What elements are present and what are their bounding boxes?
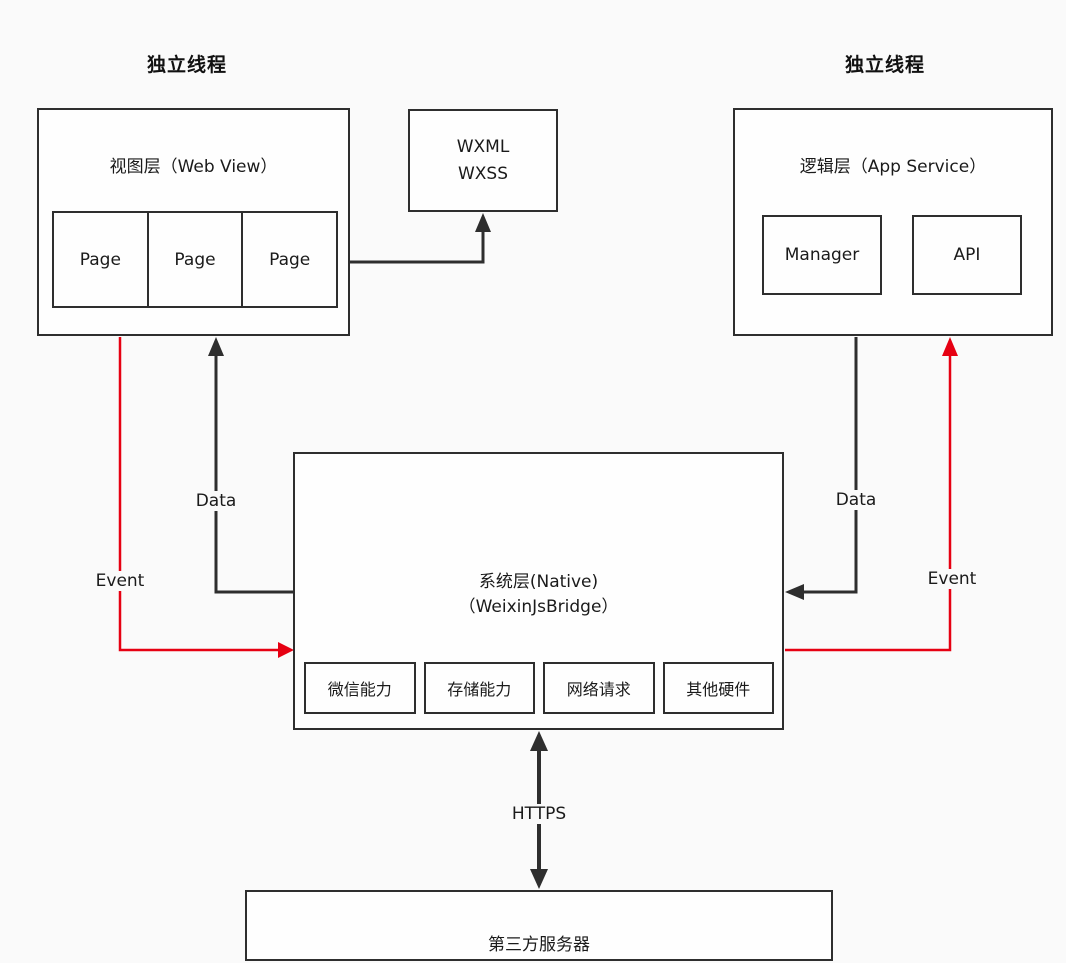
capabilities-row: 微信能力 存储能力 网络请求 其他硬件 — [304, 662, 774, 714]
wxss-label: WXSS — [457, 163, 509, 184]
capability-box-wechat: 微信能力 — [304, 662, 416, 714]
page-box: Page — [241, 211, 339, 308]
data-arrow-left — [208, 337, 293, 594]
logic-layer-box: 逻辑层（App Service） Manager API — [733, 108, 1053, 336]
native-layer-title-line2: （WeixinJsBridge） — [458, 597, 619, 617]
event-label-right: Event — [922, 569, 982, 589]
wxml-label: WXML — [456, 137, 510, 158]
capability-box-network: 网络请求 — [543, 662, 655, 714]
capability-box-storage: 存储能力 — [423, 662, 535, 714]
manager-box: Manager — [762, 215, 882, 295]
pages-row: Page Page Page — [52, 211, 339, 308]
api-box: API — [912, 215, 1022, 295]
event-label-left: Event — [90, 571, 150, 591]
native-layer-title-line1: 系统层(Native) — [478, 572, 599, 592]
independent-thread-label-right: 独立线程 — [845, 54, 926, 76]
view-layer-title: 视图层（Web View） — [109, 157, 278, 177]
data-arrow-right — [785, 337, 858, 600]
wxml-wxss-box: WXML WXSS — [408, 109, 558, 212]
https-label: HTTPS — [506, 804, 572, 824]
pages-to-wxml-arrow — [337, 213, 491, 264]
native-layer-box: 系统层(Native) （WeixinJsBridge） 微信能力 存储能力 网… — [293, 452, 784, 730]
capability-box-hardware: 其他硬件 — [662, 662, 774, 714]
page-box: Page — [146, 211, 244, 308]
third-party-server-title: 第三方服务器 — [488, 935, 590, 955]
data-label-left: Data — [190, 491, 242, 511]
third-party-server-box: 第三方服务器 — [245, 890, 833, 961]
view-layer-box: 视图层（Web View） Page Page Page — [37, 108, 350, 336]
page-box: Page — [52, 211, 149, 308]
independent-thread-label-left: 独立线程 — [147, 54, 228, 76]
native-layer-title: 系统层(Native) （WeixinJsBridge） — [295, 570, 782, 620]
logic-layer-title: 逻辑层（App Service） — [799, 157, 987, 177]
data-label-right: Data — [830, 490, 882, 510]
